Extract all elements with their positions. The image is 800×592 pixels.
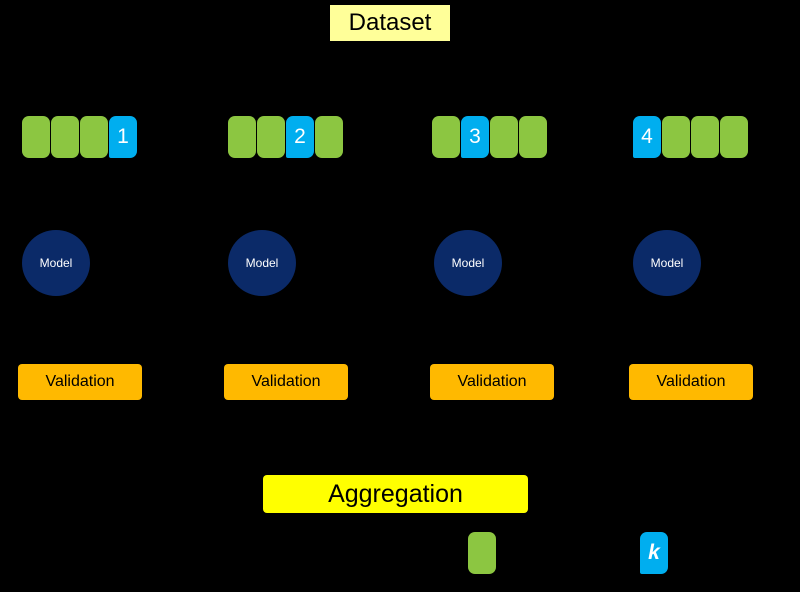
model-circle-4: Model — [633, 230, 701, 296]
fold-block-test: 3 — [461, 116, 489, 158]
fold-block-train — [257, 116, 285, 158]
fold-block-train — [490, 116, 518, 158]
fold-block-train — [315, 116, 343, 158]
legend-swatch-test: k — [640, 532, 668, 574]
validation-box-2: Validation — [224, 364, 348, 400]
validation-box-3: Validation — [430, 364, 554, 400]
fold-block-train — [228, 116, 256, 158]
fold-block-train — [432, 116, 460, 158]
model-label: Model — [39, 256, 73, 270]
fold-block-test: 2 — [286, 116, 314, 158]
model-circle-1: Model — [22, 230, 90, 296]
fold-block-train — [662, 116, 690, 158]
legend-swatch-train — [468, 532, 496, 574]
fold-block-test: 4 — [633, 116, 661, 158]
dataset-box: Dataset — [330, 5, 450, 41]
legend-test-label: k — [648, 541, 660, 564]
fold-block-train — [720, 116, 748, 158]
validation-box-1: Validation — [18, 364, 142, 400]
validation-box-4: Validation — [629, 364, 753, 400]
validation-label: Validation — [656, 373, 726, 390]
validation-label: Validation — [457, 373, 527, 390]
model-circle-3: Model — [434, 230, 502, 296]
model-circle-2: Model — [228, 230, 296, 296]
fold-block-train — [51, 116, 79, 158]
fold-block-test: 1 — [109, 116, 137, 158]
aggregation-box: Aggregation — [263, 475, 528, 513]
fold-row-4: 4 — [633, 116, 749, 158]
fold-block-train — [519, 116, 547, 158]
validation-label: Validation — [251, 373, 321, 390]
aggregation-label: Aggregation — [328, 479, 463, 508]
model-label: Model — [451, 256, 485, 270]
model-label: Model — [245, 256, 279, 270]
dataset-label: Dataset — [348, 9, 432, 36]
fold-row-1: 1 — [22, 116, 138, 158]
validation-label: Validation — [45, 373, 115, 390]
fold-row-2: 2 — [228, 116, 344, 158]
model-label: Model — [650, 256, 684, 270]
fold-row-3: 3 — [432, 116, 548, 158]
fold-block-train — [691, 116, 719, 158]
fold-block-train — [22, 116, 50, 158]
fold-block-train — [80, 116, 108, 158]
